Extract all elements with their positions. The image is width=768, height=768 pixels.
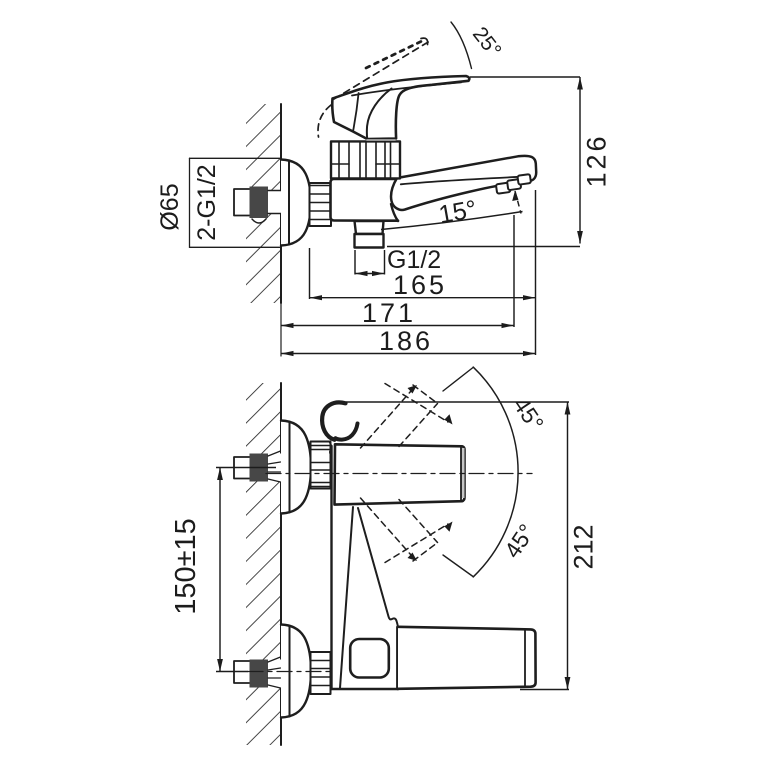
svg-text:126: 126 [582,133,612,187]
svg-text:186: 186 [379,326,433,356]
svg-text:165: 165 [393,270,447,300]
svg-text:G1/2: G1/2 [387,246,441,274]
svg-text:15°: 15° [437,195,479,229]
svg-text:212: 212 [569,524,599,569]
svg-text:171: 171 [362,298,416,328]
svg-text:150±15: 150±15 [170,518,202,615]
svg-text:Ø65: Ø65 [156,183,184,230]
svg-text:2-G1/2: 2-G1/2 [193,164,221,240]
